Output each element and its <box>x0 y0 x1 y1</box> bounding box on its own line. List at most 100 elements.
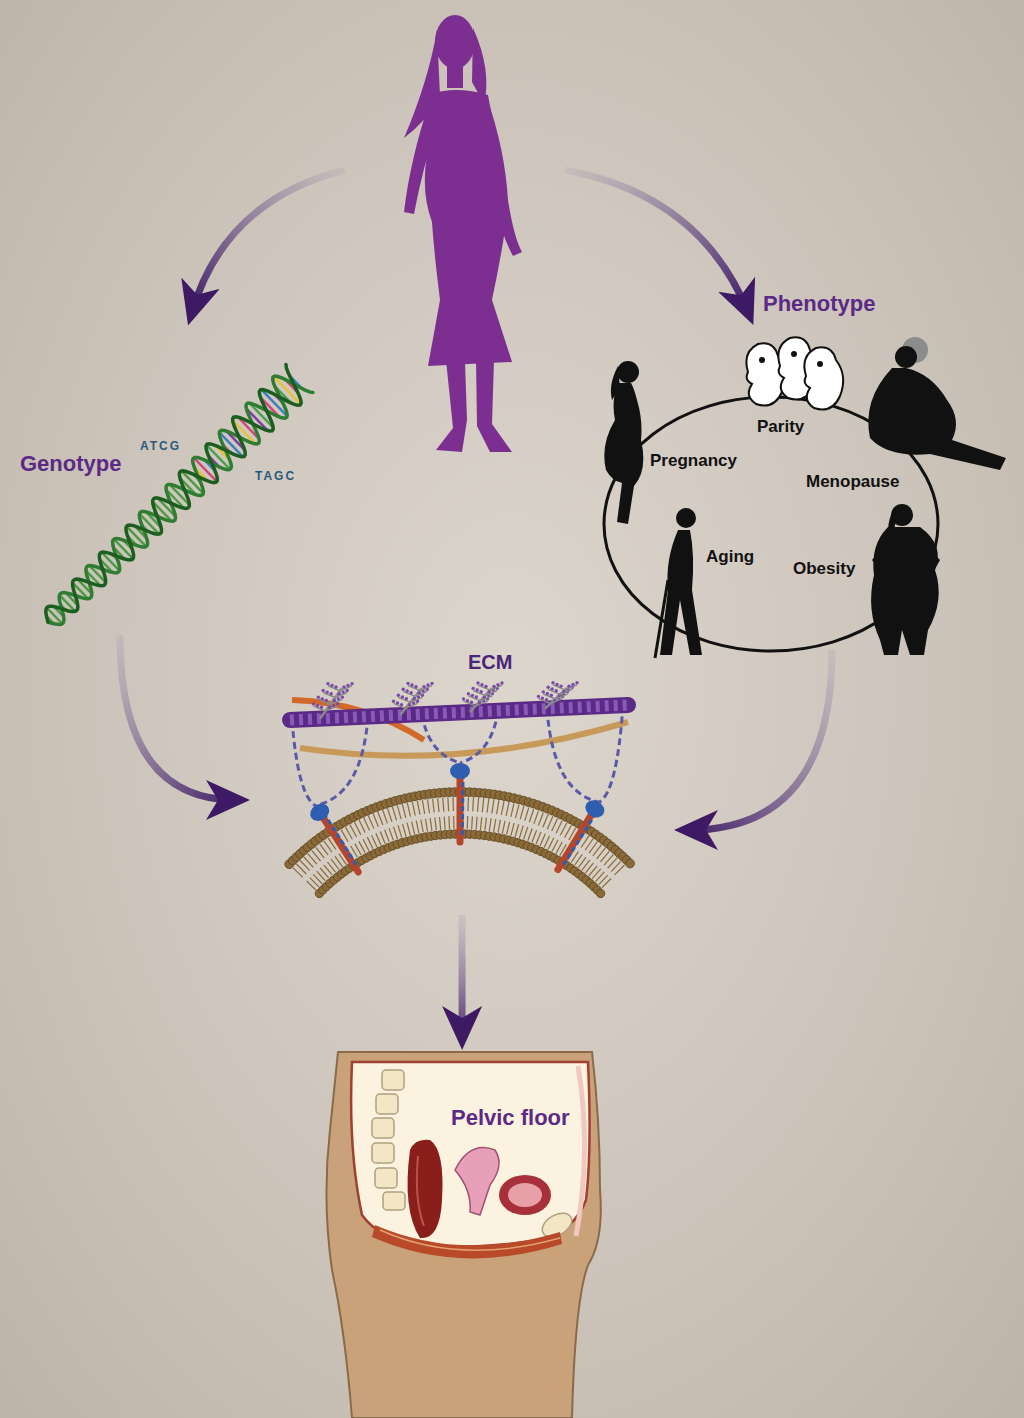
proteoglycans-part <box>426 683 429 686</box>
lipid-bilayer-part <box>433 799 435 813</box>
lipid-bilayer-part <box>398 825 402 837</box>
lipid-bilayer-part <box>494 819 496 832</box>
binding-loops-part <box>315 717 368 806</box>
lipid-bilayer-part <box>552 840 558 852</box>
lipid-bilayer-part <box>367 837 373 849</box>
lipid-bilayer-part <box>392 807 396 820</box>
phenotype-cycle-part-part <box>920 540 940 578</box>
lipid-bilayer-part <box>502 821 505 834</box>
lipid-bilayer-part <box>532 830 537 842</box>
lipid-bilayer-part <box>416 821 419 834</box>
proteoglycans-part <box>337 697 340 700</box>
lipid-bilayer-part <box>359 820 365 833</box>
pelvis-section-part-part <box>372 1143 394 1163</box>
proteoglycans-part <box>478 685 490 690</box>
proteoglycans-part <box>328 706 331 709</box>
proteoglycans-part <box>551 681 554 684</box>
flow-arrow <box>442 915 482 1050</box>
lipid-bilayer-part <box>425 819 427 832</box>
lipid-bilayer-part <box>380 831 385 843</box>
proteoglycans-part <box>317 695 320 698</box>
proteoglycans-part <box>401 688 404 691</box>
lipid-bilayer-part <box>515 824 519 837</box>
proteoglycans-part <box>550 694 553 697</box>
lipid-bilayer-part <box>467 816 469 829</box>
phenotype-cycle-part-part <box>676 508 696 528</box>
proteoglycans-part <box>471 687 474 690</box>
lipid-bilayer-part <box>417 801 420 815</box>
lipid-bilayer-part <box>602 878 611 887</box>
pelvis-section-part <box>417 1156 424 1226</box>
proteoglycans-part <box>476 701 488 706</box>
lipid-bilayer-part <box>363 839 369 851</box>
proteoglycans-part <box>334 685 337 688</box>
lipid-bilayer-part <box>364 818 370 831</box>
factor-label: Menopause <box>806 473 900 491</box>
binding-loops-part <box>599 705 623 802</box>
integrins-part <box>324 818 359 872</box>
proteoglycans-part <box>546 686 549 689</box>
lipid-bilayer-part <box>536 832 541 844</box>
proteoglycans-part <box>464 701 476 706</box>
proteoglycans-part <box>321 689 324 692</box>
proteoglycans-part <box>542 690 545 693</box>
proteoglycans-part <box>554 689 557 692</box>
phenotype-cycle-part-part <box>655 580 668 658</box>
lipid-bilayer-part <box>452 797 454 811</box>
lipid-bilayer-part <box>544 836 549 848</box>
lipid-bilayer-part <box>534 811 539 824</box>
proteoglycans-part <box>466 699 469 702</box>
proteoglycans-part <box>553 685 565 690</box>
proteoglycans-part <box>567 684 570 687</box>
base-letters: ATCG <box>140 440 181 453</box>
proteoglycans-part <box>332 704 335 707</box>
genotype-group: Genotype <box>20 370 320 635</box>
proteoglycans <box>312 681 579 719</box>
node-heading: Genotype <box>20 452 121 475</box>
proteoglycans-part <box>496 683 499 686</box>
proteoglycans-part <box>480 683 483 686</box>
flow-arrow <box>674 650 832 850</box>
proteoglycans-part <box>545 698 548 701</box>
lipid-bilayer-part <box>538 812 543 825</box>
proteoglycans-part <box>320 706 323 709</box>
proteoglycans-part <box>341 690 344 693</box>
lipid-bilayer-part <box>498 820 500 833</box>
lipid-bilayer-part <box>359 841 365 852</box>
lipid-bilayer-part <box>548 838 554 850</box>
phenotype-cycle-part-part <box>871 527 939 655</box>
lipid-bilayer-part <box>393 827 397 839</box>
lipid-bilayer-part <box>443 798 444 812</box>
proteoglycans-part <box>500 681 503 684</box>
lipid-bilayer-part <box>501 801 504 815</box>
phenotype-cycle-part <box>868 337 1006 470</box>
pelvis-section-part <box>380 1230 560 1250</box>
proteoglycans-part <box>546 692 549 695</box>
proteoglycans-part <box>545 688 567 709</box>
woman-silhouette-part <box>425 90 512 366</box>
proteoglycans-part <box>422 685 425 688</box>
proteoglycans-part <box>321 697 324 700</box>
proteoglycans-part <box>342 685 345 688</box>
pelvis-section-part <box>499 1175 551 1215</box>
pelvic-floor-node: Pelvic floor <box>325 1050 610 1418</box>
base-letters: TAGC <box>255 470 296 483</box>
lipid-bilayer-part <box>372 835 377 847</box>
proteoglycans-part <box>320 688 342 719</box>
proteoglycans-part <box>397 694 400 697</box>
lipid-bilayer-part <box>487 799 489 813</box>
integrins <box>307 763 608 872</box>
proteoglycans-part <box>417 691 420 694</box>
lipid-bilayer-part <box>478 798 479 812</box>
pelvis-section-part-part <box>383 1192 405 1210</box>
woman-silhouette-part <box>404 100 438 214</box>
ecm-illustration-part <box>290 705 628 720</box>
arrow-shaft <box>688 650 832 830</box>
lipid-bilayer-part <box>492 799 494 813</box>
lipid-bilayer-part <box>373 814 378 827</box>
proteoglycans-part <box>336 702 339 705</box>
woman-silhouette-part <box>487 98 522 256</box>
lipid-bilayer-part <box>626 859 635 868</box>
proteoglycans-part <box>406 703 418 708</box>
